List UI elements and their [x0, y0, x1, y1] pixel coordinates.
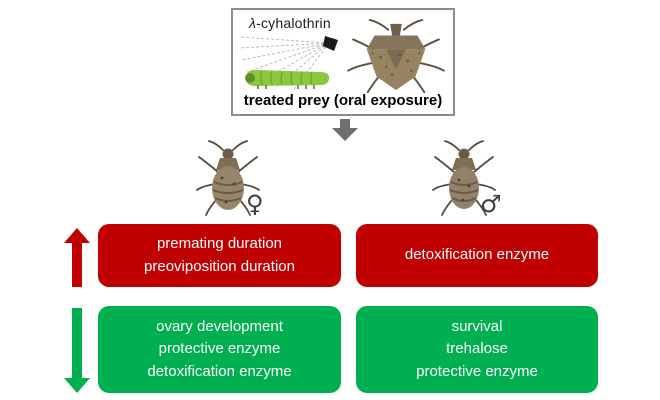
female-symbol: ♀ [246, 190, 264, 218]
effect-item: detoxification enzyme [147, 362, 292, 380]
exposure-box: λ-cyhalothrin [231, 8, 455, 116]
effect-item: trehalose [446, 340, 508, 358]
increase-effects-female-box: premating duration preoviposition durati… [98, 224, 341, 287]
increase-effects-male-box: detoxification enzyme [356, 224, 598, 287]
caterpillar-image [245, 70, 330, 89]
effect-item: survival [451, 317, 503, 335]
male-predator-image [432, 140, 496, 216]
treatment-label: treated prey (oral exposure) [243, 92, 443, 109]
decrease-down-arrow-icon [64, 308, 90, 393]
effect-item: premating duration [156, 235, 283, 252]
stinkbug-image [347, 18, 445, 94]
effect-item: detoxification enzyme [404, 246, 550, 264]
male-symbol: ♂ [480, 190, 502, 218]
effect-item: protective enzyme [158, 340, 281, 358]
effect-item: protective enzyme [416, 362, 538, 380]
effect-item: ovary development [156, 317, 283, 335]
increase-up-arrow-icon [64, 228, 90, 287]
effect-item: preoviposition duration [144, 257, 295, 275]
decrease-effects-male-box: survival trehalose protective enzyme [356, 306, 598, 393]
decrease-effects-female-box: ovary development protective enzyme deto… [98, 306, 341, 393]
chemical-label: λ-cyhalothrin [249, 15, 331, 31]
flow-down-arrow-icon [332, 119, 358, 141]
female-predator-image [196, 140, 260, 216]
